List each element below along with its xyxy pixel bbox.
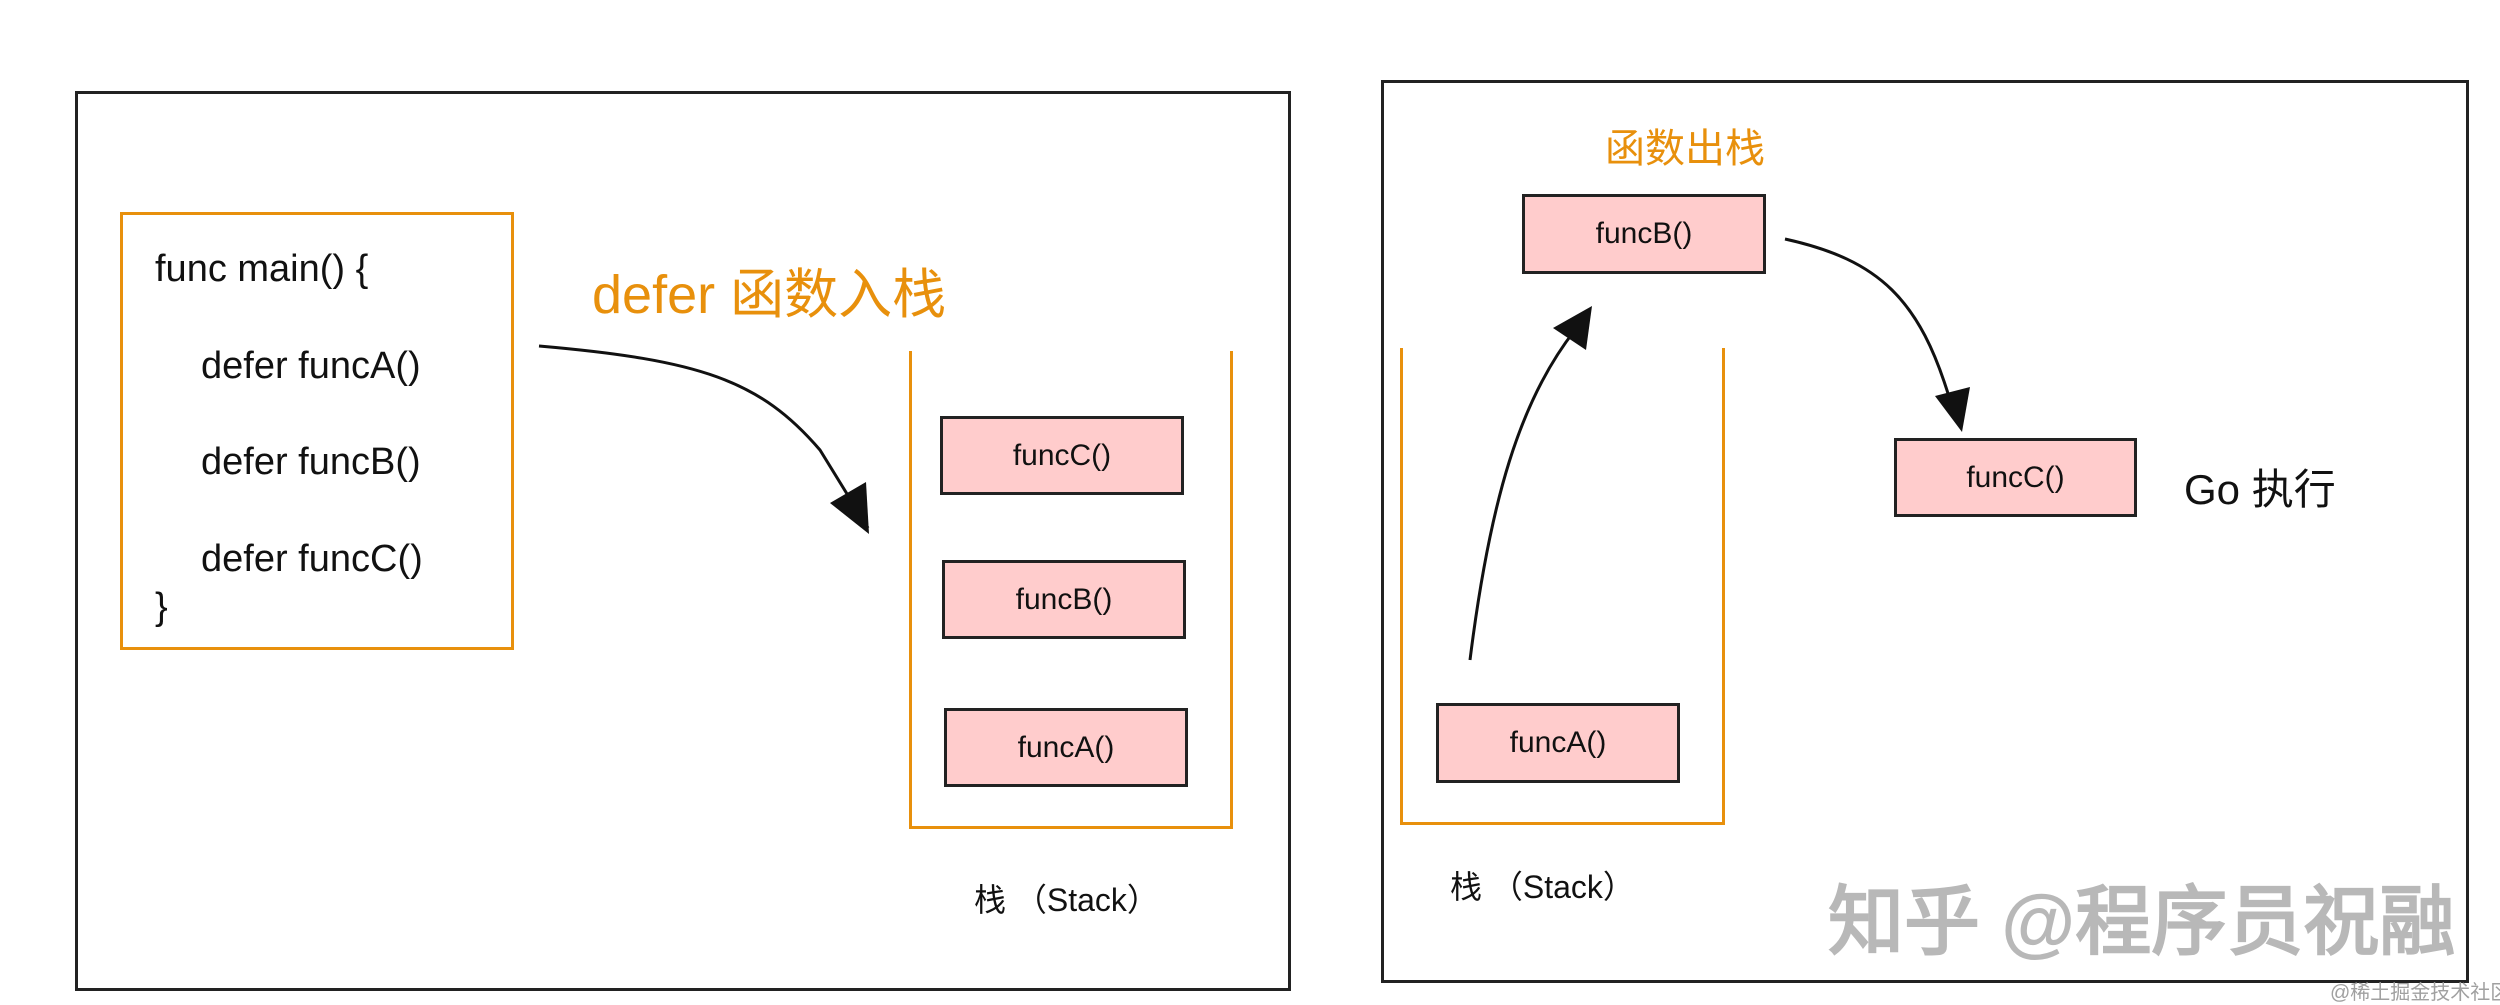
code-line-defer-funcB: defer funcB() (201, 441, 421, 483)
left-panel-frame (75, 91, 1291, 991)
push-arrowhead (830, 482, 869, 534)
zhihu-watermark: 知乎 @程序员祝融 (1828, 880, 2456, 965)
left-stack-container (909, 351, 1233, 829)
code-box (120, 212, 514, 650)
code-line-func-main: func main() { (155, 248, 369, 290)
pop-title: 函数出栈 (1605, 127, 1765, 171)
push-title: defer 函数入栈 (592, 265, 947, 325)
stack-item-funcA: funcA() (944, 708, 1188, 787)
code-line-defer-funcA: defer funcA() (201, 345, 421, 387)
right-stack-label: 栈 （Stack） (1450, 869, 1635, 905)
execute-arrowhead (1935, 387, 1970, 432)
code-line-close-brace: } (155, 586, 168, 628)
execute-arrow (1784, 237, 1952, 401)
pop-arrowhead (1553, 306, 1592, 350)
right-stack-container (1400, 348, 1725, 825)
left-stack-label: 栈 （Stack） (974, 882, 1159, 918)
right-panel-frame (1381, 80, 2469, 983)
executing-label: Go 执行 (2184, 466, 2336, 513)
popped-item-funcB: funcB() (1522, 194, 1766, 274)
stack-item-funcC: funcC() (940, 416, 1184, 495)
pop-arrow (1468, 329, 1577, 661)
code-line-defer-funcC: defer funcC() (201, 538, 423, 580)
push-arrow (538, 344, 870, 529)
stack-item-funcB: funcB() (942, 560, 1186, 639)
executing-item-funcC: funcC() (1894, 438, 2137, 517)
right-stack-item-funcA: funcA() (1436, 703, 1680, 783)
juejin-watermark: @稀土掘金技术社区 (2330, 982, 2500, 1004)
